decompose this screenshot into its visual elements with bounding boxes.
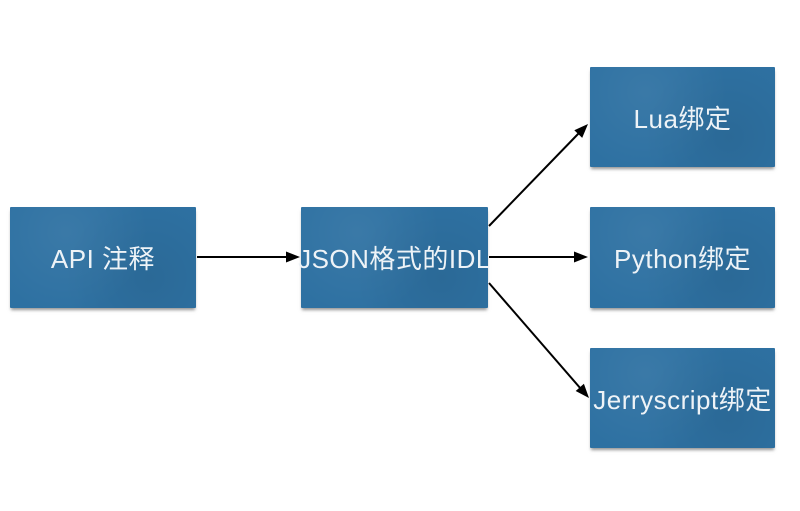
arrow-idl-to-python bbox=[489, 251, 588, 263]
arrow-idl-to-jerryscript bbox=[488, 282, 589, 398]
node-lua-binding-label: Lua绑定 bbox=[633, 103, 732, 134]
arrow-idl-to-lua bbox=[488, 124, 588, 227]
node-api-annotation-label: API 注释 bbox=[50, 244, 156, 274]
node-jerryscript-binding-label: Jerryscript绑定 bbox=[593, 384, 772, 415]
arrow-api-to-idl bbox=[197, 251, 300, 263]
node-python-binding-label: Python绑定 bbox=[614, 244, 751, 274]
node-api-annotation: API 注释 bbox=[10, 207, 196, 308]
node-python-binding: Python绑定 bbox=[590, 207, 775, 308]
node-jerryscript-binding: Jerryscript绑定 bbox=[590, 348, 775, 448]
node-json-idl-label: JSON格式的IDL bbox=[298, 244, 491, 274]
node-lua-binding: Lua绑定 bbox=[590, 67, 775, 167]
node-json-idl: JSON格式的IDL bbox=[298, 207, 491, 308]
